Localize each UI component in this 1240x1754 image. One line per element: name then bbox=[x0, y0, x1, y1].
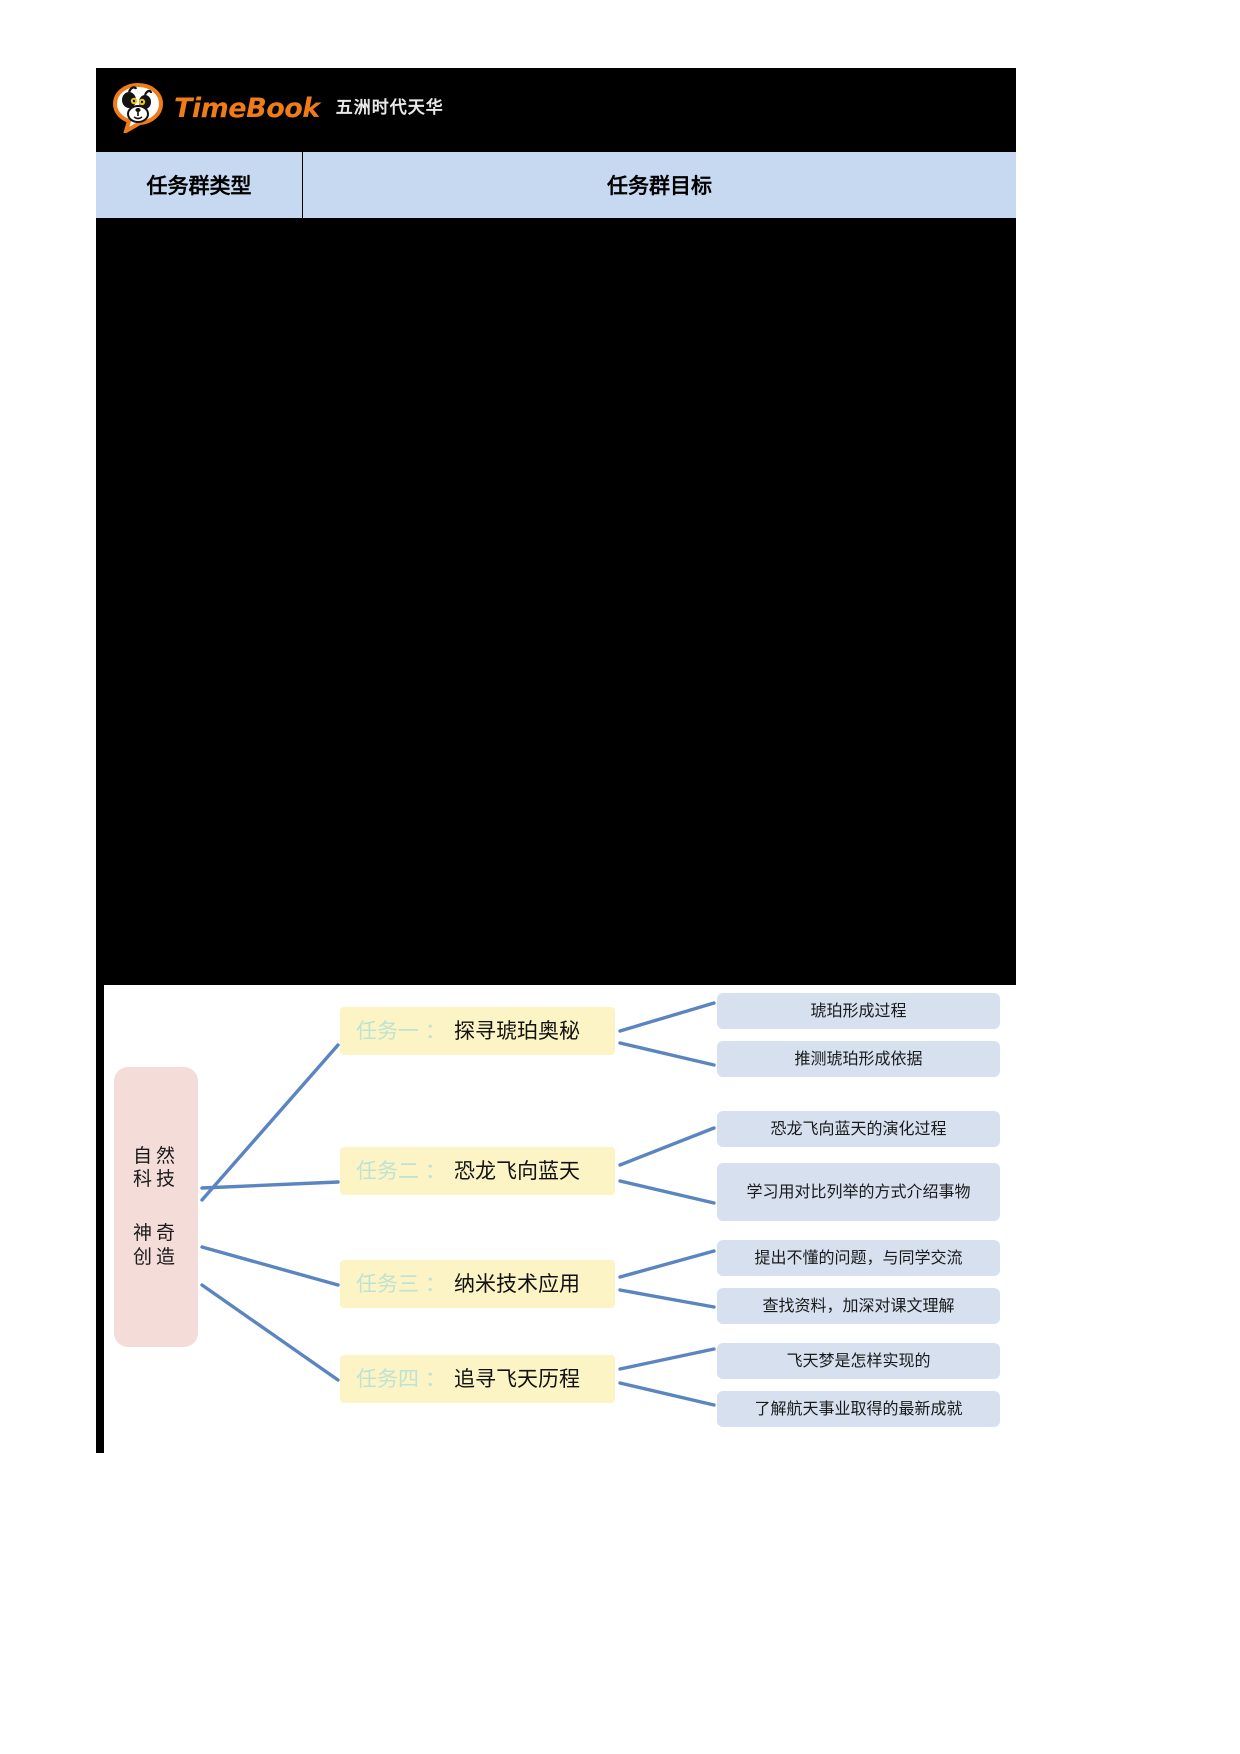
mindmap-leaf-node-1-1[interactable]: 琥珀形成过程 bbox=[717, 993, 1000, 1029]
mindmap-leaf-node-4-2[interactable]: 了解航天事业取得的最新成就 bbox=[717, 1391, 1000, 1427]
document-header: TimeBook 五洲时代天华 bbox=[96, 68, 1016, 148]
task-3-index: 任务三 bbox=[356, 1271, 419, 1296]
brand-name: TimeBook bbox=[174, 92, 320, 124]
task-1-separator: ： bbox=[425, 1018, 446, 1043]
task-2-separator: ： bbox=[425, 1158, 446, 1183]
mindmap-leaf-node-4-1[interactable]: 飞天梦是怎样实现的 bbox=[717, 1343, 1000, 1379]
task-4-index: 任务四 bbox=[356, 1366, 419, 1391]
root-text-1a: 自然 bbox=[132, 1144, 179, 1167]
root-label-line-1: 自然 科技 bbox=[133, 1145, 179, 1193]
mindmap-root-node[interactable]: 自然 科技 神奇 创造 bbox=[114, 1067, 198, 1347]
mindmap-connector-lines bbox=[200, 1001, 716, 1407]
task-1-name: 探寻琥珀奥秘 bbox=[454, 1018, 580, 1043]
root-label-line-2: 神奇 创造 bbox=[133, 1222, 179, 1270]
mindmap-task-node-2[interactable]: 任务二： 恐龙飞向蓝天 bbox=[340, 1147, 615, 1195]
root-text-2a: 神奇 bbox=[132, 1222, 179, 1244]
task-3-separator: ： bbox=[425, 1271, 446, 1296]
task-mindmap-diagram: 自然 科技 神奇 创造 任务一：探寻琥珀奥秘 任务二：恐龙飞向蓝天 任务三：纳米… bbox=[104, 985, 1016, 1453]
mindmap-task-node-1[interactable]: 任务一： 探寻琥珀奥秘 bbox=[340, 1007, 615, 1055]
mindmap-leaf-node-3-1[interactable]: 提出不懂的问题，与同学交流 bbox=[717, 1240, 1000, 1276]
mindmap-task-node-4[interactable]: 任务四： 追寻飞天历程 bbox=[340, 1355, 615, 1403]
task-table-header: 任务群类型 任务群目标 bbox=[96, 152, 1016, 218]
brand-name-cn: 五洲时代天华 bbox=[335, 97, 444, 118]
task-2-index: 任务二 bbox=[356, 1158, 419, 1183]
task-4-separator: ： bbox=[425, 1366, 446, 1391]
mindmap-leaf-node-1-2[interactable]: 推测琥珀形成依据 bbox=[717, 1041, 1000, 1077]
mindmap-leaf-node-2-1[interactable]: 恐龙飞向蓝天的演化过程 bbox=[717, 1111, 1000, 1147]
dog-speech-bubble-icon bbox=[112, 83, 164, 133]
mindmap-leaf-node-3-2[interactable]: 查找资料，加深对课文理解 bbox=[717, 1288, 1000, 1324]
mindmap-task-node-3[interactable]: 任务三： 纳米技术应用 bbox=[340, 1260, 615, 1308]
task-3-name: 纳米技术应用 bbox=[454, 1271, 580, 1296]
root-text-1b: 科技 bbox=[132, 1168, 179, 1191]
task-1-index: 任务一 bbox=[356, 1018, 419, 1043]
table-col-header-goal: 任务群目标 bbox=[607, 174, 712, 198]
task-4-name: 追寻飞天历程 bbox=[454, 1366, 580, 1391]
mindmap-leaf-node-2-2[interactable]: 学习用对比列举的方式介绍事物 bbox=[717, 1163, 1000, 1221]
task-2-name: 恐龙飞向蓝天 bbox=[454, 1158, 580, 1183]
root-text-2b: 创造 bbox=[132, 1245, 179, 1268]
brand-logo: TimeBook 五洲时代天华 bbox=[112, 82, 444, 134]
table-col-header-type: 任务群类型 bbox=[96, 152, 303, 218]
